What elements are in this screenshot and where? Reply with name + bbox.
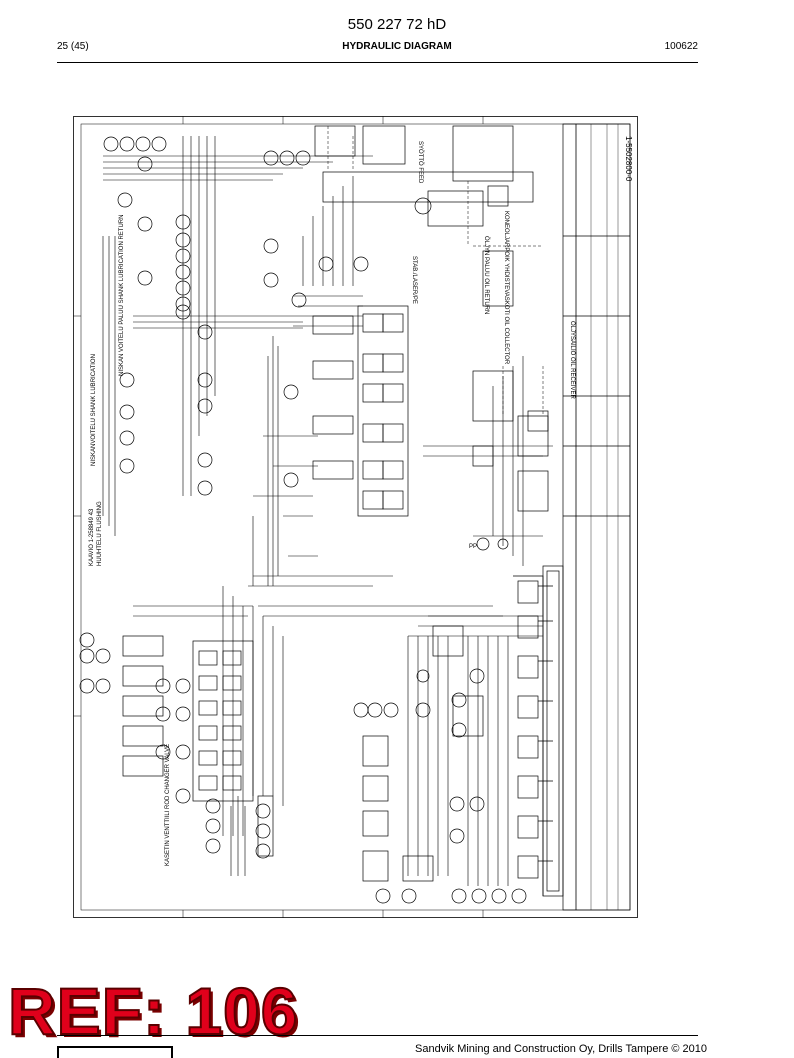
rod-changer-label: KASETIN VENTTIILI ROD CHANGER VALVE [165,744,171,866]
header-rule [57,62,698,63]
sandvik-logo [57,1046,173,1058]
oil-receiver-label: ÖLJYSÄILIÖ OIL RECEIVER [569,321,576,399]
drawing-number: 1-5502800-0 [624,136,633,182]
hydraulic-diagram: NISKAN VOITELU PALUU SHANK LUBRICATION R… [73,116,638,918]
page-number: 25 (45) [57,41,89,52]
shank-return-label: NISKAN VOITELU PALUU SHANK LUBRICATION R… [119,215,125,376]
footer-rule [57,1035,698,1036]
page-title: HYDRAULIC DIAGRAM [342,41,452,52]
shank-lubrication-label: NISKANVOITELU SHANK LUBRICATION [91,354,97,466]
footer-copyright: Sandvik Mining and Construction Oy, Dril… [415,1043,707,1055]
stab-label: STAB./LASER/PE [411,256,417,304]
document-number: 550 227 72 hD [347,16,447,33]
flushing-label: HUUHTELU FLUSHING [97,501,103,566]
document-code: 100622 [664,41,698,52]
oil-collector-label: KONEOLJARPOIK YHDISTEVASKOTI OIL COLLECT… [503,211,509,365]
feed-label: SYÖTTÖ FEED [417,141,424,184]
ref-stamp: REF: 106 [7,974,299,1048]
pp-label: PP [469,544,477,550]
kaavio-label: KAAVIO 1-258849 43 [89,508,95,566]
oil-return-label: ÖLJYN PALUU OIL RETURN [483,236,490,314]
